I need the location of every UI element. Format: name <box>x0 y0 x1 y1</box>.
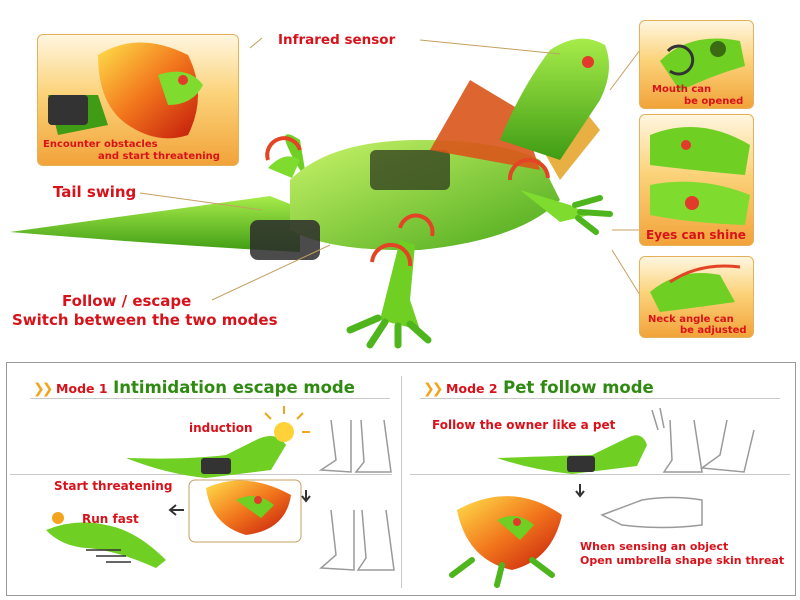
mode2-ground-line <box>410 474 790 475</box>
encounter-label-line1: Encounter obstacles <box>43 139 158 150</box>
encounter-obstacles-panel: Encounter obstacles and start threatenin… <box>37 34 239 166</box>
run-fast-label: Run fast <box>82 512 139 526</box>
eyes-label: Eyes can shine <box>646 228 746 242</box>
mouth-panel: Mouth can be opened <box>639 20 754 109</box>
neck-angle-image <box>650 264 741 312</box>
mouth-label-line1: Mouth can <box>652 84 712 95</box>
sensing-label-line2: Open umbrella shape skin threat <box>580 554 785 567</box>
mode2-label: Mode 2 <box>446 381 498 396</box>
mode1-header: ❯❯ Mode 1 Intimidation escape mode <box>33 378 355 397</box>
mode2-illustration <box>449 407 755 588</box>
infrared-sensor-label: Infrared sensor <box>278 32 396 48</box>
header-underline-left <box>30 398 390 399</box>
mode-divider <box>401 376 402 588</box>
neck-label-line2: be adjusted <box>680 325 747 336</box>
eyes-panel: Eyes can shine <box>639 114 754 246</box>
switch-modes-label: Switch between the two modes <box>12 311 278 329</box>
follow-owner-label: Follow the owner like a pet <box>432 418 616 432</box>
start-threatening-label: Start threatening <box>54 479 173 493</box>
mode1-illustration <box>46 406 395 571</box>
mode2-arrows-icon: ❯❯ <box>423 381 444 397</box>
mouth-open-image <box>660 38 745 91</box>
eyes-shine-image <box>650 127 750 225</box>
threatening-lizard-image <box>48 42 203 139</box>
follow-escape-label: Follow / escape <box>62 292 192 310</box>
mouth-label-line2: be opened <box>684 96 744 107</box>
mode1-arrows-icon: ❯❯ <box>33 381 54 397</box>
neck-panel: Neck angle can be adjusted <box>639 256 754 338</box>
sensing-label-line1: When sensing an object <box>580 540 729 553</box>
encounter-label-line2: and start threatening <box>98 151 220 162</box>
header-underline-right <box>420 398 780 399</box>
mode1-label: Mode 1 <box>56 381 108 396</box>
lizard-robot-illustration <box>10 37 641 349</box>
mode1-title: Intimidation escape mode <box>113 378 355 397</box>
induction-label: induction <box>189 421 253 435</box>
mode2-header: ❯❯ Mode 2 Pet follow mode <box>423 378 654 397</box>
tail-swing-label: Tail swing <box>53 183 137 201</box>
neck-label-line1: Neck angle can <box>648 314 734 325</box>
mode2-title: Pet follow mode <box>503 378 654 397</box>
